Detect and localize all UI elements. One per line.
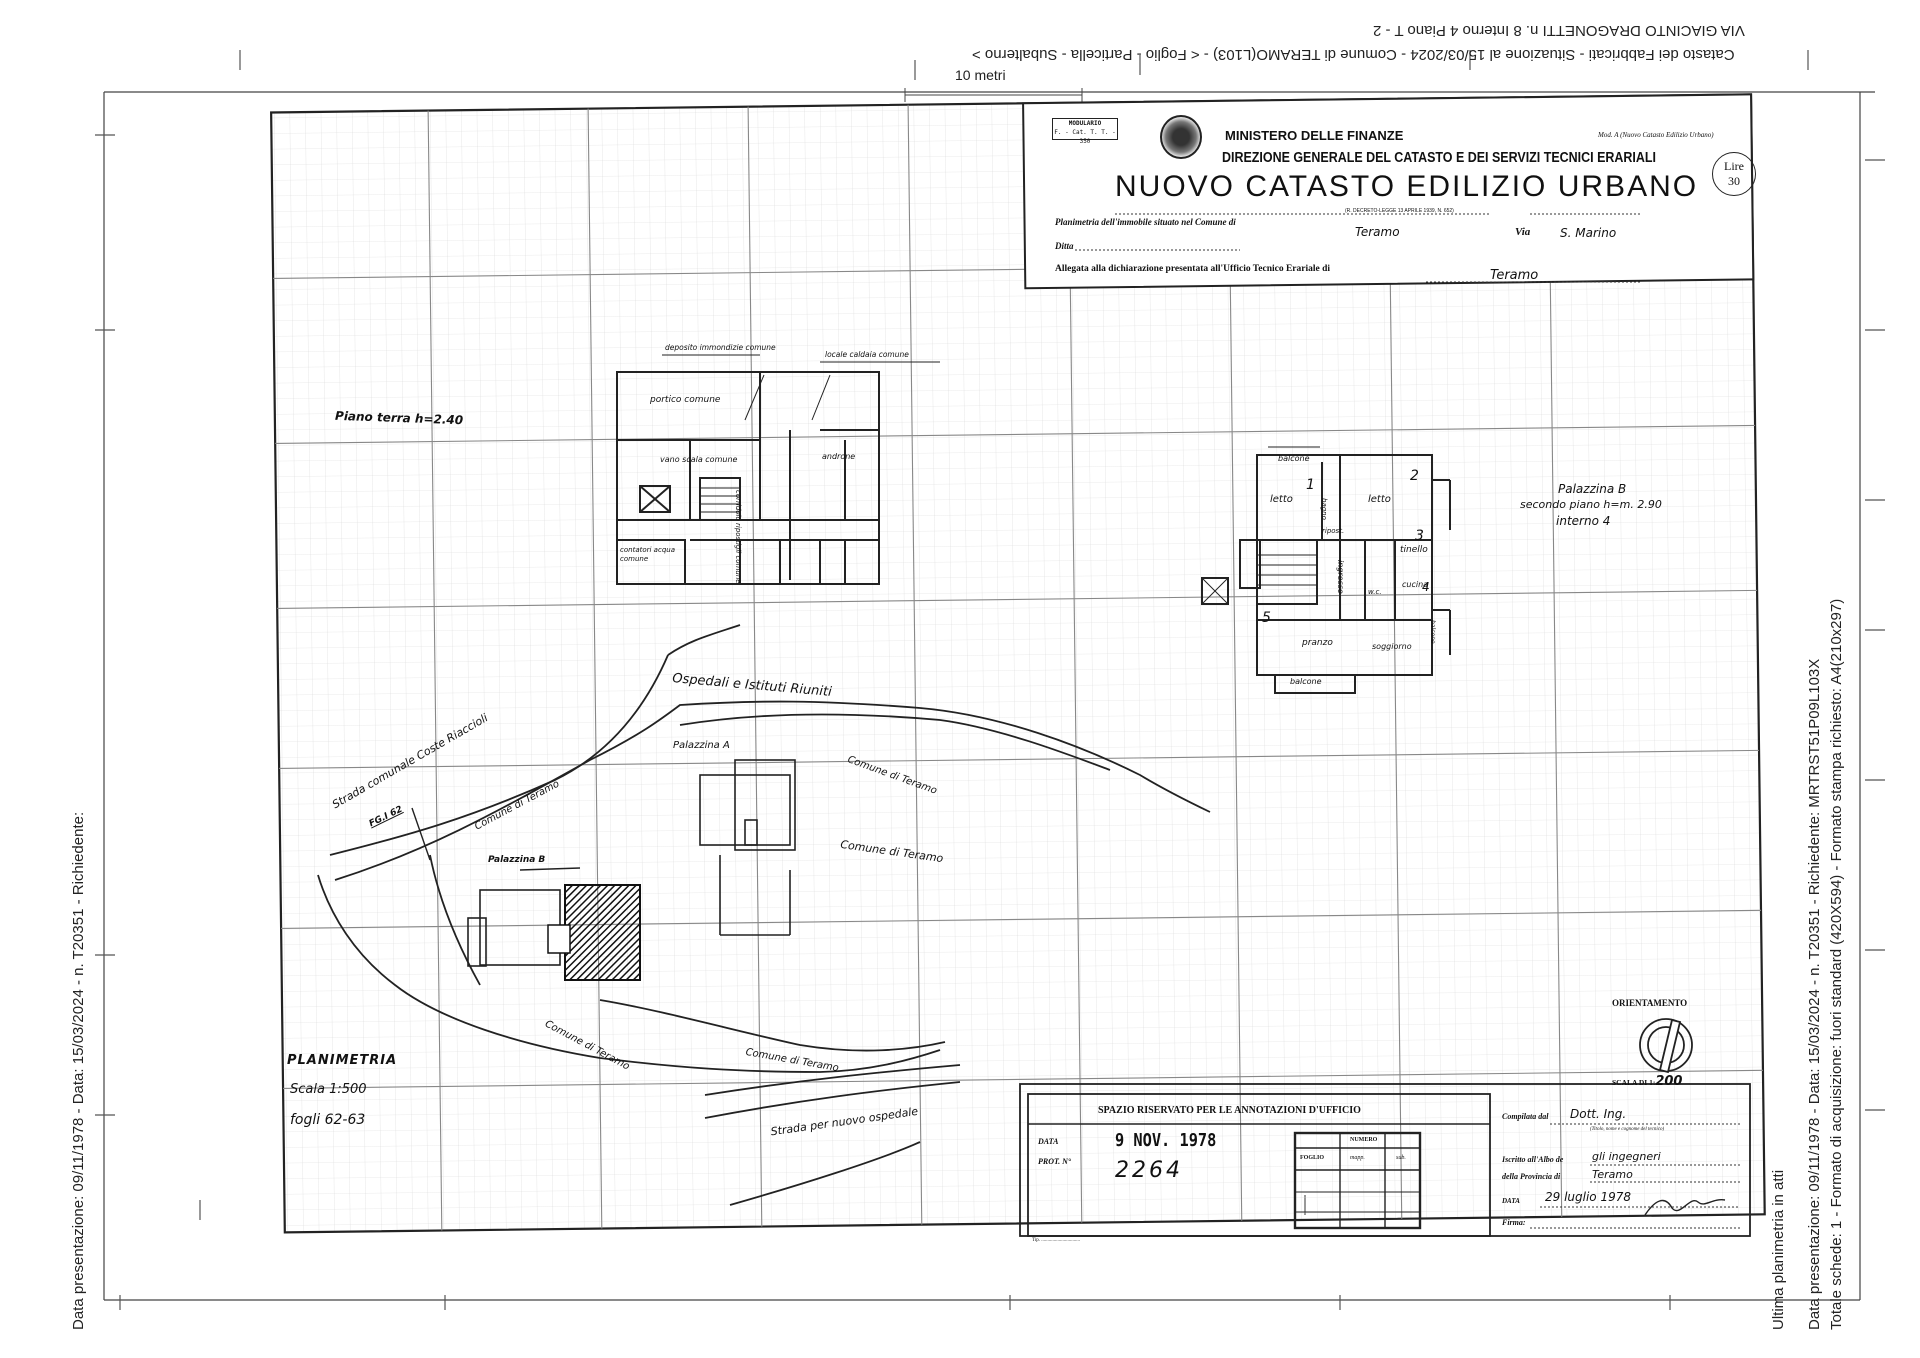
palazzina-b-site-label: Palazzina B: [488, 855, 546, 865]
office-numero-label: NUMERO: [1350, 1137, 1378, 1143]
iscritto-label: Iscritto all'Albo de: [1502, 1155, 1564, 1164]
decree-note: (R. DECRETO-LEGGE 13 APRILE 1939, N. 652…: [1345, 208, 1454, 214]
signature-mark: [1644, 1199, 1726, 1216]
contatori-label: contatori acqua comune: [620, 546, 675, 563]
planimetria-scale: Scala 1:500: [290, 1082, 367, 1097]
document-title: NUOVO CATASTO EDILIZIO URBANO: [1115, 170, 1699, 203]
right-margin-line3: Totale schede: 1 - Formato di acquisizio…: [1828, 598, 1845, 1330]
planimetria-label: Planimetria dell'immobile situato nel Co…: [1055, 217, 1236, 227]
office-mapp-label: mapp.: [1350, 1155, 1365, 1161]
vano-scala-label: vano scala comune: [660, 455, 738, 464]
office-box-heading: SPAZIO RISERVATO PER LE ANNOTAZIONI D'UF…: [1098, 1105, 1361, 1116]
compiler-data-label: DATA: [1502, 1197, 1520, 1205]
scale-row: SCALA DI 1:200: [1612, 1072, 1682, 1090]
provincia-label: della Provincia di: [1502, 1172, 1561, 1181]
firma-label: Firma:: [1502, 1218, 1526, 1227]
price-badge: Lire 30: [1712, 152, 1756, 196]
cucina-label: cucina: [1402, 580, 1429, 589]
palazzina-a-label: Palazzina A: [673, 740, 730, 751]
header-address: VIA GIACINTO DRAGONETTI n. 8 Interno 4 P…: [1373, 22, 1745, 39]
balcone-side-label: balcone: [1429, 620, 1436, 644]
scale-label: SCALA DI 1:: [1612, 1078, 1656, 1087]
via-label: Via: [1515, 226, 1531, 238]
caldaia-label: locale caldaia comune: [825, 350, 909, 359]
interno-label: interno 4: [1556, 514, 1611, 528]
soggiorno-label: soggiorno: [1372, 642, 1412, 651]
ditta-label: Ditta: [1055, 241, 1074, 251]
pranzo-label: pranzo: [1302, 638, 1333, 648]
ripost-label: ripost.: [1322, 527, 1345, 535]
compiler-data-value: 29 luglio 1978: [1545, 1190, 1632, 1204]
androne-label: androne: [822, 452, 856, 461]
planimetria-title: Planimetria: [287, 1053, 398, 1068]
modulario-stamp: MODULARIO F. - Cat. T. T. - 350: [1052, 118, 1118, 145]
office-data-stamp: 9 NOV. 1978: [1115, 1130, 1217, 1151]
balcone-bottom-label: balcone: [1290, 677, 1322, 686]
stamp-code: F. - Cat. T. T. - 350: [1054, 129, 1116, 145]
letto2-label: letto: [1368, 494, 1391, 505]
office-prot-value: 2264: [1115, 1158, 1183, 1183]
office-foglio-label: FOGLIO: [1300, 1155, 1325, 1161]
via-value: S. Marino: [1560, 226, 1617, 240]
planimetria-fogli: fogli 62-63: [290, 1112, 366, 1128]
titolo-note: (Titolo, nome e cognome del tecnico): [1590, 1127, 1665, 1132]
bagno-label: bagno: [1320, 498, 1328, 520]
model-label: Mod. A (Nuovo Catasto Edilizio Urbano): [1598, 131, 1714, 139]
room-number-4: 4: [1422, 580, 1430, 594]
right-margin-line2: Data presentazione: 09/11/1978 - Data: 1…: [1806, 658, 1823, 1330]
room-number-5: 5: [1262, 610, 1271, 626]
ministry-name: MINISTERO DELLE FINANZE: [1225, 128, 1404, 143]
ufficio-value: Teramo: [1490, 268, 1539, 283]
provincia-value: Teramo: [1592, 1168, 1633, 1181]
compilato-value: Dott. Ing.: [1570, 1107, 1627, 1121]
stamp-label: MODULARIO: [1068, 120, 1102, 127]
deposito-label: deposito immondizie comune: [665, 343, 776, 352]
room-number-3: 3: [1415, 528, 1424, 544]
right-margin-line1: Ultima planimetria in atti: [1770, 1169, 1787, 1330]
portico-label: portico comune: [650, 395, 721, 405]
balcone-top-label: balcone: [1278, 454, 1310, 463]
letto1-label: letto: [1270, 494, 1293, 505]
allegata-label: Allegata alla dichiarazione presentata a…: [1055, 264, 1331, 274]
secondo-piano-label: secondo piano h=m. 2.90: [1520, 498, 1662, 511]
comune-value: Teramo: [1355, 225, 1400, 239]
compilato-label: Compilata dal: [1502, 1112, 1549, 1121]
header-catasto: Catasto dei Fabbricati - Situazione al 1…: [972, 46, 1735, 63]
office-prot-label: PROT. N°: [1038, 1157, 1072, 1166]
office-sub-label: sub.: [1396, 1155, 1406, 1161]
price-label: Lire: [1724, 159, 1744, 173]
iscritto-value: gli ingegneri: [1592, 1150, 1661, 1163]
orientation-label: ORIENTAMENTO: [1612, 998, 1688, 1008]
direction-name: DIREZIONE GENERALE DEL CATASTO E DEI SER…: [1222, 150, 1656, 166]
left-margin-text: Data presentazione: 09/11/1978 - Data: 1…: [70, 811, 87, 1330]
corridoio-label: corridoio ripostigli comune: [734, 490, 742, 584]
republic-emblem-icon: [1160, 115, 1202, 159]
tinello-label: tinello: [1400, 545, 1428, 555]
printer-line: Tip. ...............................: [1032, 1238, 1081, 1243]
scale-value: 200: [1655, 1074, 1683, 1089]
wc-label: w.c.: [1368, 588, 1382, 596]
price-value: 30: [1728, 174, 1740, 188]
ingresso-label: ingresso: [1336, 560, 1345, 594]
palazzina-b-title: Palazzina B: [1558, 482, 1627, 496]
room-number-1: 1: [1306, 477, 1315, 493]
scale-bar-label: 10 metri: [955, 67, 1006, 83]
room-number-2: 2: [1410, 468, 1419, 484]
office-data-label: DATA: [1038, 1137, 1059, 1146]
